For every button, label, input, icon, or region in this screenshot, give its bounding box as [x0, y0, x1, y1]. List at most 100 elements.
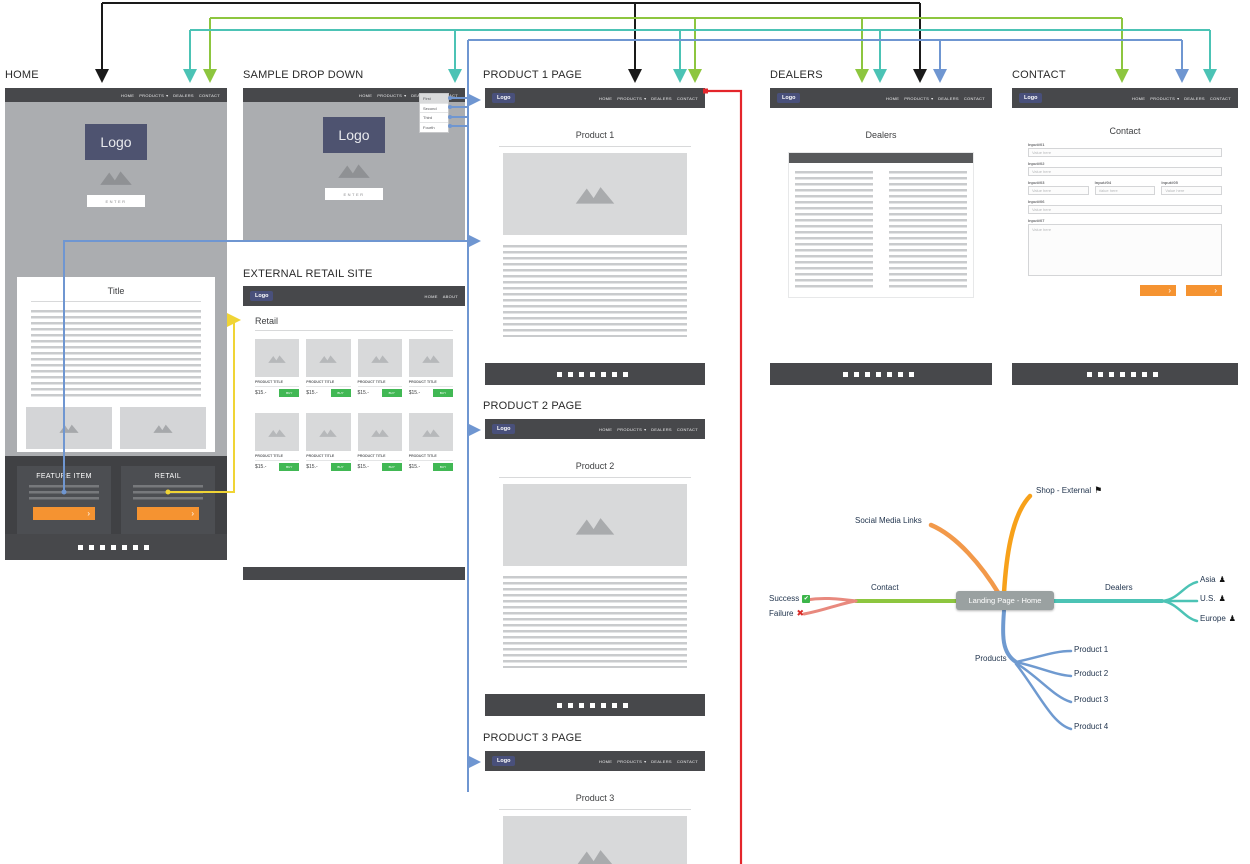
- nav-products-link[interactable]: PRODUCTS: [139, 92, 165, 98]
- nav-dealers-link[interactable]: DEALERS: [173, 92, 194, 98]
- nav-home-link[interactable]: HOME: [599, 426, 613, 432]
- contact-input-5[interactable]: [1161, 186, 1223, 195]
- feature-item-button[interactable]: ›: [33, 507, 95, 520]
- chevron-right-icon: ›: [87, 508, 90, 518]
- nav-dealers-link[interactable]: DEALERS: [1184, 95, 1205, 101]
- dropdown-item-third[interactable]: Third: [420, 113, 448, 123]
- dropdown-item-fourth[interactable]: Fourth: [423, 124, 435, 130]
- product-price: $15.-: [357, 464, 369, 470]
- chevron-down-icon: ▾: [166, 92, 169, 98]
- nav-contact-link[interactable]: CONTACT: [198, 92, 220, 98]
- nav-products-link[interactable]: PRODUCTS: [1150, 95, 1176, 101]
- product-header: Logo HOME PRODUCTS ▾ DEALERS CONTACT: [485, 751, 705, 771]
- nav-home-link[interactable]: HOME: [1132, 95, 1146, 101]
- contact-input-3[interactable]: [1028, 186, 1089, 195]
- page-label-home: HOME: [5, 69, 39, 81]
- image-placeholder-icon: [267, 354, 287, 363]
- dropdown-item-second[interactable]: Second: [420, 104, 448, 113]
- dealers-footer: [770, 363, 992, 385]
- node-label: Shop - External: [1036, 486, 1092, 495]
- buy-button[interactable]: BUY: [330, 463, 351, 471]
- nav-home-link[interactable]: HOME: [121, 92, 135, 98]
- nav-contact-link[interactable]: CONTACT: [963, 95, 985, 101]
- mindmap-node-success: Success ✔: [769, 594, 811, 603]
- chevron-down-icon: ▾: [931, 95, 934, 101]
- check-icon: ✔: [802, 594, 811, 603]
- chevron-down-icon: ▾: [644, 426, 647, 432]
- logo-badge: Logo: [492, 93, 516, 103]
- nav-products-link[interactable]: PRODUCTS: [904, 95, 930, 101]
- product3-page-wireframe: Logo HOME PRODUCTS ▾ DEALERS CONTACT Pro…: [485, 751, 705, 864]
- buy-button[interactable]: BUY: [381, 389, 402, 397]
- contact-input-2[interactable]: [1028, 167, 1222, 176]
- dropdown-item-first[interactable]: First: [420, 94, 448, 104]
- retail-button[interactable]: ›: [137, 507, 199, 520]
- image-placeholder-icon: [370, 354, 390, 363]
- image-placeholder-icon: [370, 428, 390, 437]
- divider: [306, 460, 351, 461]
- nav-home-link[interactable]: HOME: [359, 92, 373, 98]
- logo: Logo: [323, 117, 385, 153]
- pagination-dots: [1087, 371, 1163, 377]
- header-nav: HOME PRODUCTS ▾ DEALERS CONTACT: [1132, 96, 1231, 101]
- contact-input-4[interactable]: [1094, 186, 1156, 195]
- retail-nav-home[interactable]: HOME: [424, 293, 438, 299]
- image-placeholder-icon: [573, 515, 617, 535]
- buy-button[interactable]: BUY: [279, 463, 300, 471]
- chevron-down-icon: ▾: [644, 758, 647, 764]
- chevron-down-icon: ▾: [644, 95, 647, 101]
- node-label: Product 4: [1074, 722, 1109, 731]
- nav-home-link[interactable]: HOME: [599, 95, 613, 101]
- nav-products-link[interactable]: PRODUCTS: [617, 426, 643, 432]
- nav-dealers-link[interactable]: DEALERS: [651, 95, 672, 101]
- enter-button[interactable]: ENTER: [325, 188, 383, 200]
- contact-form: Input#01 Input#02 Input#03 Input#04 Inpu…: [1028, 142, 1223, 296]
- mindmap-node-us: U.S. ♟: [1200, 594, 1226, 603]
- retail-title: Retail: [255, 316, 279, 326]
- buy-button[interactable]: BUY: [381, 463, 402, 471]
- header-nav: HOME PRODUCTS ▾ DEALERS CONTACT: [599, 427, 698, 432]
- product2-page-wireframe: Logo HOME PRODUCTS ▾ DEALERS CONTACT Pro…: [485, 419, 705, 716]
- retail-feature-card: RETAIL ›: [121, 466, 215, 542]
- button-row: › ›: [1028, 285, 1222, 296]
- node-label: Social Media Links: [855, 516, 922, 525]
- logo-badge: Logo: [492, 756, 516, 766]
- contact-submit-button[interactable]: ›: [1186, 285, 1222, 296]
- nav-contact-link[interactable]: CONTACT: [676, 426, 698, 432]
- field-label: Input#04: [1094, 180, 1112, 185]
- enter-button[interactable]: ENTER: [87, 195, 145, 207]
- image-placeholder-icon: [98, 169, 134, 185]
- nav-dealers-link[interactable]: DEALERS: [651, 426, 672, 432]
- table-header-row: [789, 153, 973, 163]
- product-page-title: Product 2: [575, 461, 615, 471]
- divider: [357, 386, 402, 387]
- nav-contact-link[interactable]: CONTACT: [1209, 95, 1231, 101]
- nav-home-link[interactable]: HOME: [886, 95, 900, 101]
- contact-input-6[interactable]: [1028, 205, 1222, 214]
- contact-input-1[interactable]: [1028, 148, 1222, 157]
- buy-button[interactable]: BUY: [279, 389, 300, 397]
- nav-home-link[interactable]: HOME: [599, 758, 613, 764]
- image-placeholder: [120, 407, 206, 449]
- table-body: [789, 163, 973, 297]
- nav-contact-link[interactable]: CONTACT: [676, 95, 698, 101]
- nav-contact-link[interactable]: CONTACT: [676, 758, 698, 764]
- buy-button[interactable]: BUY: [433, 463, 453, 471]
- nav-products-link[interactable]: PRODUCTS: [617, 95, 643, 101]
- nav-dealers-link[interactable]: DEALERS: [651, 758, 672, 764]
- nav-products-link[interactable]: PRODUCTS: [377, 92, 403, 98]
- nav-dealers-link[interactable]: DEALERS: [938, 95, 959, 101]
- buy-button[interactable]: BUY: [433, 389, 453, 397]
- product-title: PRODUCT TITLE: [255, 380, 283, 384]
- page-label-product1: PRODUCT 1 PAGE: [483, 69, 582, 81]
- nav-products-link[interactable]: PRODUCTS: [617, 758, 643, 764]
- page-label-product2: PRODUCT 2 PAGE: [483, 400, 582, 412]
- retail-product-card: PRODUCT TITLE $15.- BUY: [255, 413, 300, 471]
- contact-header: Logo HOME PRODUCTS ▾ DEALERS CONTACT: [1012, 88, 1238, 108]
- contact-secondary-button[interactable]: ›: [1140, 285, 1176, 296]
- node-label: Europe: [1200, 614, 1226, 623]
- contact-message-textarea[interactable]: [1028, 224, 1222, 276]
- retail-nav-about[interactable]: ABOUT: [442, 293, 458, 299]
- node-label: Failure: [769, 609, 794, 618]
- buy-button[interactable]: BUY: [330, 389, 351, 397]
